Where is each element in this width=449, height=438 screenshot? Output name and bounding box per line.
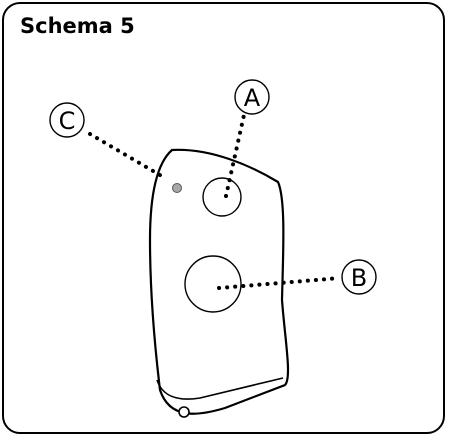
callout-a: A	[234, 79, 270, 115]
keyring-hole	[178, 406, 190, 418]
button-a	[202, 177, 242, 217]
figure-title: Schema 5	[20, 14, 135, 38]
led-indicator	[172, 183, 182, 193]
leader-line-a	[224, 113, 246, 198]
callout-b-label: B	[351, 264, 367, 292]
callout-a-label: A	[244, 84, 261, 112]
callout-c: C	[49, 102, 85, 138]
callout-c-label: C	[59, 107, 76, 135]
button-b	[184, 255, 242, 313]
callout-b: B	[341, 259, 377, 295]
remote-bottom-contour	[156, 377, 284, 400]
leader-line-c	[88, 132, 167, 180]
